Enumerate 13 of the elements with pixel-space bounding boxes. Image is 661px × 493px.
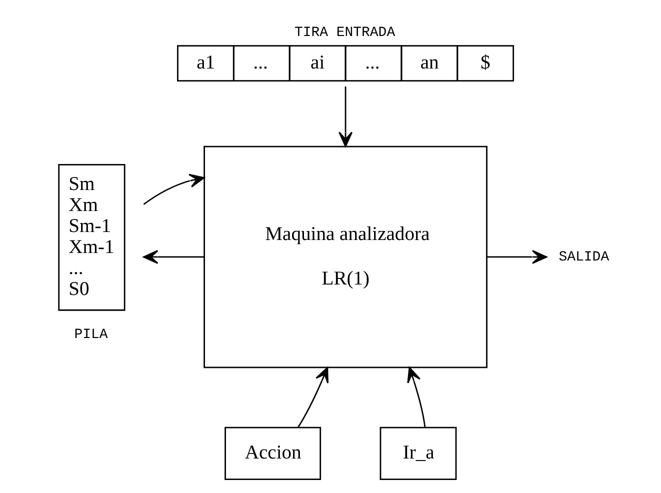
arrow bbox=[407, 366, 426, 428]
arrow bbox=[487, 250, 548, 264]
node-label: TIRA ENTRADA bbox=[294, 25, 396, 42]
node-box: Ir_a bbox=[380, 426, 457, 480]
arrow bbox=[143, 250, 204, 264]
node-text: SALIDA bbox=[558, 249, 610, 266]
node-box: Maquina analizadora LR(1) bbox=[204, 146, 488, 368]
node-box: Sm Xm Sm-1 Xm-1 ... S0 bbox=[58, 164, 126, 311]
node-box: Accion bbox=[224, 426, 322, 480]
arrow bbox=[338, 86, 353, 148]
arrow bbox=[297, 366, 329, 428]
node-label: PILA bbox=[74, 327, 108, 344]
arrow bbox=[143, 174, 205, 205]
